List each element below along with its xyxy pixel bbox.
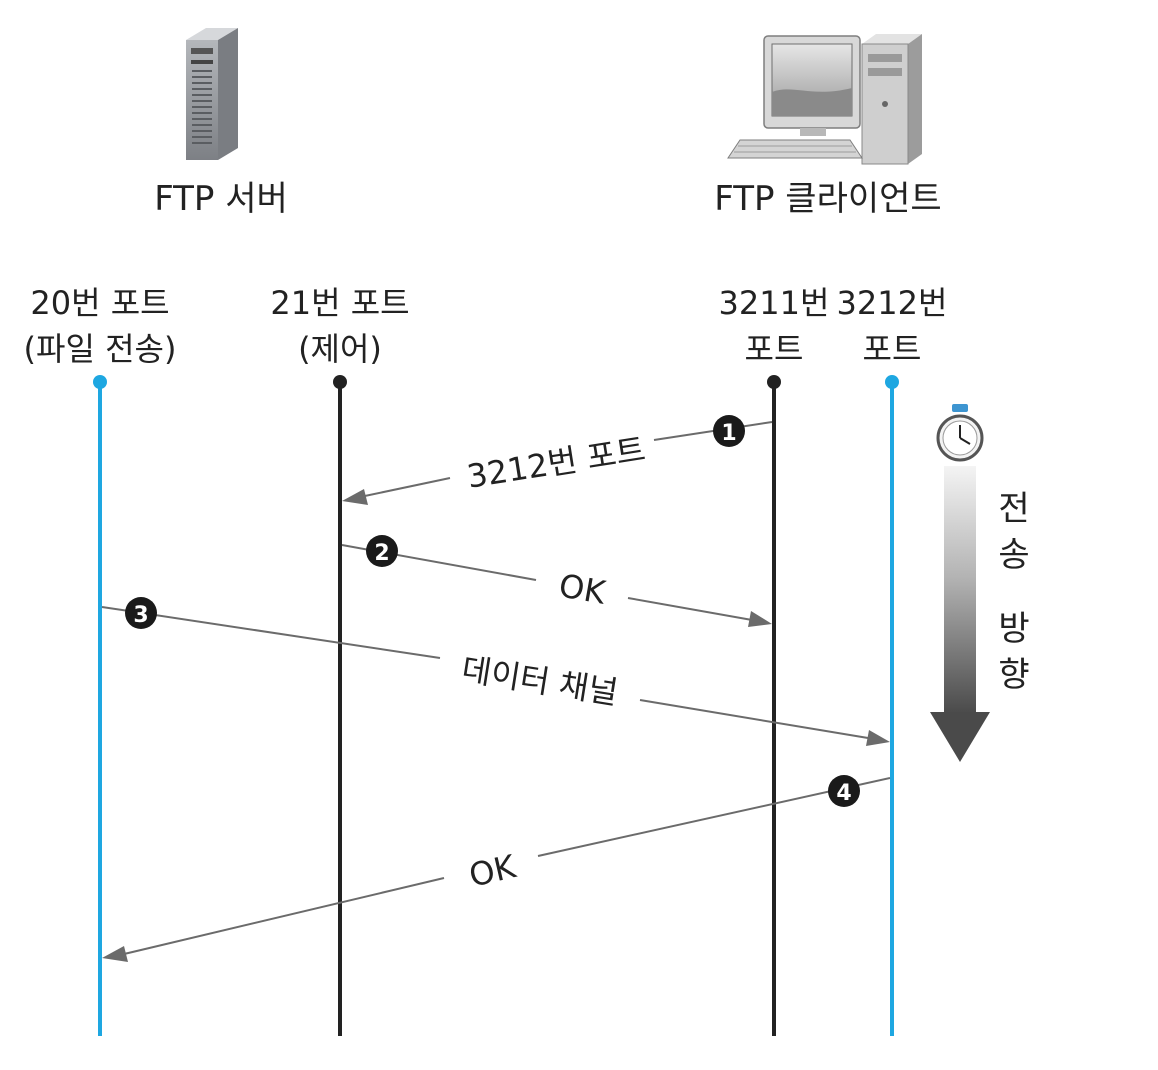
direction-char-2: 송 xyxy=(998,535,1029,575)
lifeline-port-3211 xyxy=(767,375,781,1036)
direction-char-4: 향 xyxy=(998,655,1029,695)
port-3212-line2: 포트 xyxy=(863,330,922,368)
direction-label: 전 송 방 향 xyxy=(998,489,1029,695)
svg-text:1: 1 xyxy=(721,421,736,446)
port-label-3211: 3211번 포트 xyxy=(719,284,830,368)
message-3-label: 데이터 채널 xyxy=(459,650,620,712)
svg-text:2: 2 xyxy=(374,541,389,566)
direction-char-1: 전 xyxy=(998,489,1029,529)
step-badge-2: 2 xyxy=(366,535,398,567)
port-label-3212: 3212번 포트 xyxy=(837,284,948,368)
step-badge-1: 1 xyxy=(713,415,745,447)
port-21-line2: (제어) xyxy=(298,330,382,368)
message-4-label: OK xyxy=(465,847,520,895)
port-20-line1: 20번 포트 xyxy=(30,284,169,322)
lifeline-port-20 xyxy=(93,375,107,1036)
message-3-arrow xyxy=(101,606,890,746)
lifeline-port-3212 xyxy=(885,375,899,1036)
port-3211-line2: 포트 xyxy=(745,330,804,368)
down-gradient-arrow-icon xyxy=(930,466,990,762)
port-label-21: 21번 포트 (제어) xyxy=(270,284,409,368)
message-1-label: 3212번 포트 xyxy=(464,430,648,496)
step-badge-3: 3 xyxy=(125,597,157,629)
port-label-20: 20번 포트 (파일 전송) xyxy=(24,284,177,368)
client-label: FTP 클라이언트 xyxy=(714,179,941,219)
port-3211-line1: 3211번 xyxy=(719,284,830,322)
step-badge-4: 4 xyxy=(828,775,860,807)
svg-text:4: 4 xyxy=(836,781,851,806)
server-label: FTP 서버 xyxy=(154,179,288,219)
svg-text:3: 3 xyxy=(133,603,148,628)
desktop-computer-icon xyxy=(727,34,922,165)
direction-char-3: 방 xyxy=(998,609,1029,649)
port-21-line1: 21번 포트 xyxy=(270,284,409,322)
port-20-line2: (파일 전송) xyxy=(24,330,177,368)
message-2-label: OK xyxy=(556,566,609,612)
stopwatch-icon xyxy=(936,404,984,462)
lifeline-port-21 xyxy=(333,375,347,1036)
server-tower-icon xyxy=(186,28,238,160)
message-2-arrow xyxy=(341,544,772,627)
port-3212-line1: 3212번 xyxy=(837,284,948,322)
